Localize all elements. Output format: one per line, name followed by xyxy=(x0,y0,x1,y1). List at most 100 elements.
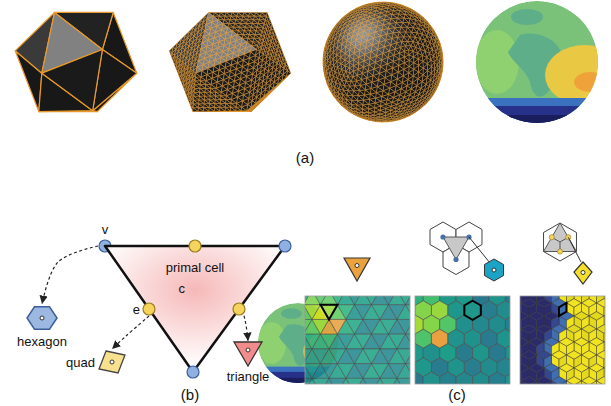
mesh-face xyxy=(372,5,378,7)
mesh-face xyxy=(194,92,199,96)
mesh-face xyxy=(216,92,221,96)
mesh-face xyxy=(326,54,328,60)
mesh-face xyxy=(196,71,202,77)
mesh-face xyxy=(366,5,372,7)
mesh-face xyxy=(195,85,200,89)
mesh-face xyxy=(215,103,220,107)
mesh-face xyxy=(200,88,205,92)
mesh-face xyxy=(195,85,200,89)
mesh-face xyxy=(427,71,431,78)
mesh-face xyxy=(200,81,205,85)
mesh-face xyxy=(196,77,201,81)
mesh-face xyxy=(358,100,364,105)
mesh-face xyxy=(352,96,358,101)
mesh-face xyxy=(210,96,215,100)
mesh-face xyxy=(423,61,427,68)
mesh-face xyxy=(220,103,225,107)
mesh-face xyxy=(369,120,375,121)
mesh-face xyxy=(42,49,103,110)
mesh-face xyxy=(363,100,369,105)
mesh-face xyxy=(391,114,397,116)
mesh-face xyxy=(214,64,220,70)
mesh-face xyxy=(205,92,210,96)
mesh-face xyxy=(381,121,387,122)
mesh-face xyxy=(372,4,378,6)
mesh-face xyxy=(205,88,210,92)
mesh-face xyxy=(199,92,204,96)
mesh-face xyxy=(225,107,230,111)
mesh-face xyxy=(352,100,358,105)
mesh-face xyxy=(369,118,375,120)
mesh-face xyxy=(210,92,215,96)
mesh-face xyxy=(195,81,200,85)
mesh-face xyxy=(250,49,256,55)
mesh-face xyxy=(231,107,236,111)
mesh-face xyxy=(399,118,405,120)
mesh-face xyxy=(209,107,214,111)
mesh-face xyxy=(363,105,369,109)
mesh-face xyxy=(393,8,399,11)
mesh-face xyxy=(391,116,397,118)
mesh-face xyxy=(210,100,215,104)
mesh-face xyxy=(226,100,231,104)
mesh-face xyxy=(418,65,423,72)
mesh-face xyxy=(357,109,363,113)
mesh-face xyxy=(199,96,204,100)
mesh-face xyxy=(351,100,357,105)
mesh-face xyxy=(198,108,203,112)
mesh-face xyxy=(386,116,392,118)
mesh-face xyxy=(362,9,367,11)
mesh-face xyxy=(209,104,214,108)
mesh-face xyxy=(216,96,221,100)
mesh-face xyxy=(210,96,215,100)
mesh-face xyxy=(236,107,241,111)
mesh-face xyxy=(396,4,402,6)
mesh-face xyxy=(358,96,364,101)
mesh-face xyxy=(210,88,215,92)
mesh-face xyxy=(374,120,380,121)
mesh-face xyxy=(337,57,341,63)
mesh-face xyxy=(194,89,199,93)
mesh-face xyxy=(220,107,225,111)
mesh-face xyxy=(193,104,198,108)
mesh-face xyxy=(378,3,384,4)
mesh-face xyxy=(194,92,199,96)
mesh-face xyxy=(220,107,225,111)
mesh-face xyxy=(381,121,387,123)
mesh-face xyxy=(357,109,363,113)
mesh-face xyxy=(236,107,241,111)
mesh-face xyxy=(193,100,198,104)
mesh-face xyxy=(209,107,214,111)
mesh-face xyxy=(437,65,439,71)
mesh-face xyxy=(361,9,366,11)
mesh-face xyxy=(215,100,220,104)
mesh-face xyxy=(346,68,350,73)
mesh-face xyxy=(205,92,210,96)
mesh-face xyxy=(347,95,352,100)
mesh-face xyxy=(392,11,399,15)
mesh-face xyxy=(389,4,395,6)
mesh-face xyxy=(390,3,396,4)
mesh-face xyxy=(200,88,205,92)
mesh-face xyxy=(394,8,400,11)
mesh-face xyxy=(377,4,383,6)
mesh-face xyxy=(231,103,236,107)
mesh-face xyxy=(200,85,205,89)
mesh-face xyxy=(210,100,215,104)
mesh-face xyxy=(386,118,392,120)
mesh-face xyxy=(220,103,225,107)
mesh-face xyxy=(400,11,406,15)
mesh-face xyxy=(357,105,363,109)
mesh-face xyxy=(214,107,219,111)
mesh-face xyxy=(215,100,220,104)
mesh-face xyxy=(205,85,210,89)
mesh-face xyxy=(198,108,203,112)
mesh-face xyxy=(204,108,209,112)
mesh-face xyxy=(364,95,370,100)
mesh-face xyxy=(215,107,220,111)
mesh-face xyxy=(215,96,220,100)
mesh-face xyxy=(204,100,209,104)
mesh-face xyxy=(202,68,208,74)
mesh-face xyxy=(341,54,345,60)
